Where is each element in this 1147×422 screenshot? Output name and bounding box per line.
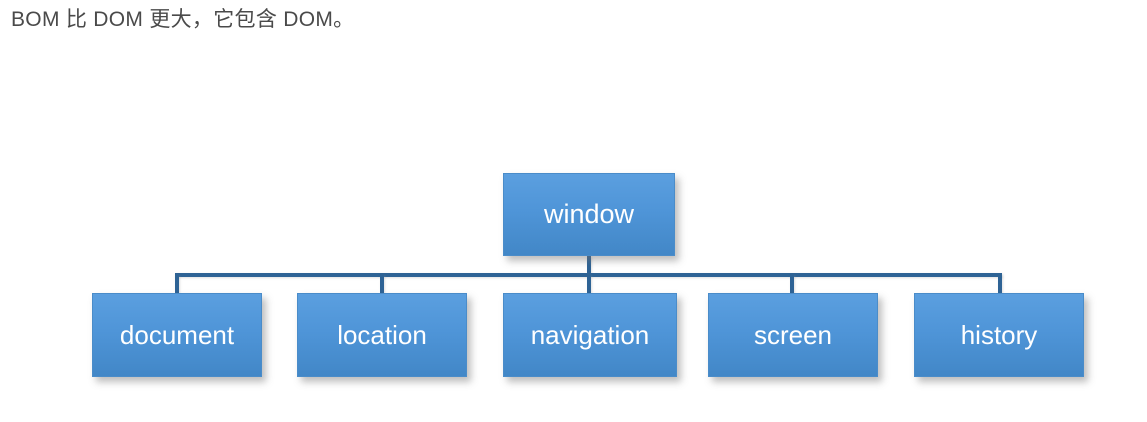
node-window: window [503,173,675,256]
node-document-label: document [119,319,235,350]
node-history: history [914,293,1084,377]
connector-drop-navigation [587,275,591,293]
node-history-label: history [960,319,1038,350]
connector-drop-document [175,275,179,293]
node-location: location [297,293,467,377]
node-location-label: location [337,319,427,350]
node-screen: screen [708,293,878,377]
caption-text: BOM 比 DOM 更大，它包含 DOM。 [11,8,355,31]
connector-drop-screen [790,275,794,293]
connector-window-stem [587,256,591,275]
connector-drop-location [380,275,384,293]
node-window-label: window [543,199,635,229]
node-navigation: navigation [503,293,677,377]
node-document: document [92,293,262,377]
node-screen-label: screen [753,319,833,350]
node-navigation-label: navigation [530,319,650,350]
connector-drop-history [998,275,1002,293]
